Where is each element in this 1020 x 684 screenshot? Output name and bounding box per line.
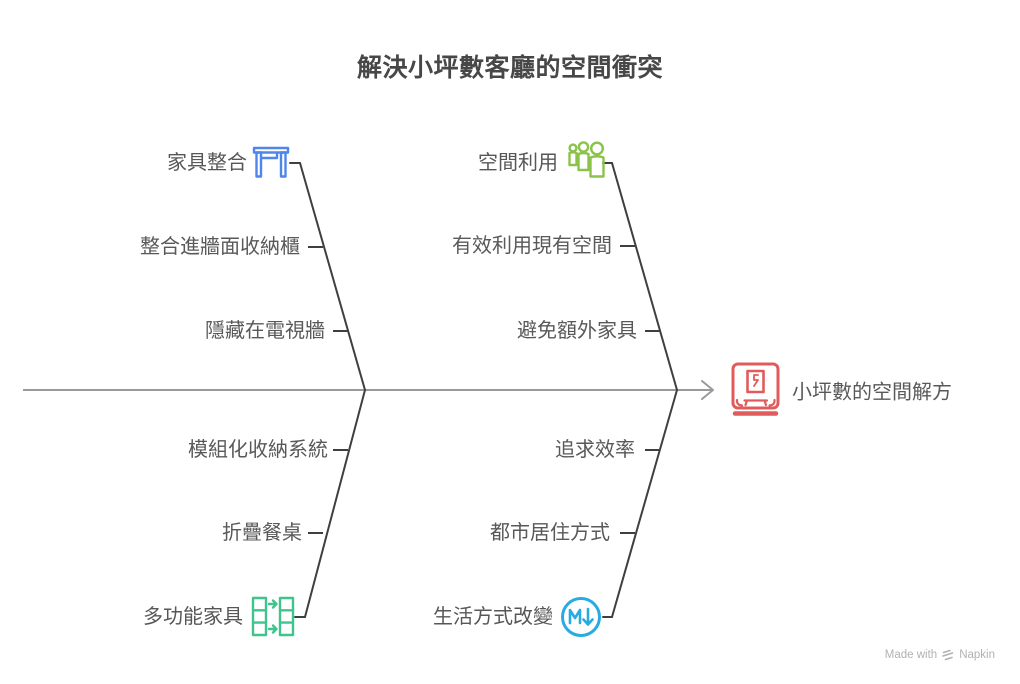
branch-label-furniture-integration: 家具整合 [167, 152, 247, 174]
branch-item: 整合進牆面收納櫃 [140, 236, 300, 258]
page-title: 解決小坪數客廳的空間衝突 [356, 54, 663, 82]
people-group-icon [568, 141, 605, 178]
branch-item: 避免額外家具 [517, 320, 637, 342]
m-down-circle-icon [561, 597, 601, 637]
branch-item: 有效利用現有空間 [452, 235, 612, 257]
branch-line-bottom-right [602, 389, 678, 618]
result-label: 小坪數的空間解方 [792, 381, 952, 404]
table-icon [252, 146, 290, 178]
branch-item: 追求效率 [555, 439, 635, 461]
modular-transfer-icon [251, 596, 295, 637]
footer-brand: Napkin [959, 649, 995, 661]
branch-item: 都市居住方式 [490, 522, 610, 544]
branch-label-multifunctional-furniture: 多功能家具 [143, 606, 243, 628]
branch-line-top-right [602, 162, 678, 391]
branch-item: 折疊餐桌 [222, 522, 302, 544]
branch-item: 模組化收納系統 [188, 439, 328, 461]
footer-text: Made with [884, 649, 938, 661]
branch-label-space-utilization: 空間利用 [478, 152, 558, 174]
napkin-logo-icon [942, 649, 954, 661]
branch-line-bottom-left [294, 389, 366, 618]
spine-arrowhead-icon [701, 380, 714, 400]
room-furniture-icon [731, 362, 780, 416]
branch-label-lifestyle-change: 生活方式改變 [433, 606, 553, 628]
branch-item: 隱藏在電視牆 [205, 320, 325, 342]
branch-line-top-left [289, 162, 366, 391]
napkin-attribution[interactable]: Made with Napkin [885, 649, 995, 661]
